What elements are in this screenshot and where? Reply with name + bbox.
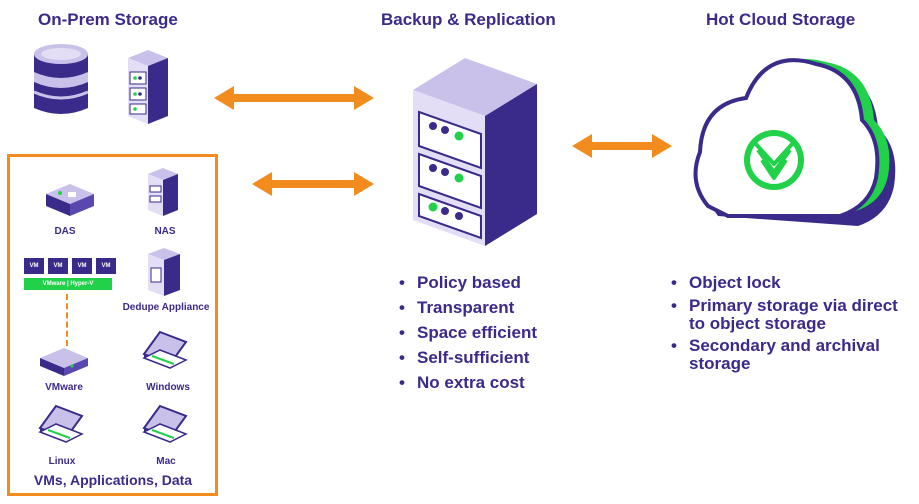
laptop-icon [142,404,188,443]
sources-caption: VMs, Applications, Data [33,472,193,488]
vm-chip: VM [72,258,92,274]
double-arrow-icon [214,86,374,110]
nas-label: NAS [154,226,176,237]
das-icon [46,184,94,216]
heading-backup-replication: Backup & Replication [381,10,556,29]
list-item: Secondary and archival storage [667,337,917,373]
linux-label: Linux [48,456,76,467]
backup-feature-list: Policy based Transparent Space efficient… [395,272,537,397]
list-item: Space efficient [395,322,537,343]
vmware-box-icon [40,348,88,376]
database-icon [33,44,89,114]
vm-chip: VM [24,258,44,274]
vmware-label: VMware [45,382,83,393]
list-item: Policy based [395,272,537,293]
list-item: Primary storage via direct to object sto… [667,297,917,333]
backup-server-icon [413,58,537,246]
laptop-icon [38,404,84,443]
double-arrow-icon [252,172,374,196]
server-rack-icon [128,50,168,124]
nas-icon [148,168,178,216]
dashed-connector [66,294,68,346]
heading-on-prem-storage: On-Prem Storage [38,10,178,29]
list-item: Self-sufficient [395,347,537,368]
list-item: Transparent [395,297,537,318]
vm-chip: VM [96,258,116,274]
dedupe-label: Dedupe Appliance [122,302,210,313]
vm-chip: VM [48,258,68,274]
laptop-icon [142,330,188,369]
cloud-feature-list: Object lock Primary storage via direct t… [667,272,917,377]
windows-label: Windows [146,382,190,393]
list-item: No extra cost [395,372,537,393]
double-arrow-icon [572,134,672,158]
dedupe-appliance-icon [148,248,180,296]
cloud-icon [693,58,896,226]
hypervisor-bar: VMware | Hyper-V [24,278,112,290]
mac-label: Mac [156,456,176,467]
heading-hot-cloud-storage: Hot Cloud Storage [706,10,856,29]
list-item: Object lock [667,272,917,293]
data-sources-box [7,154,218,496]
vm-group: VM VM VM VM [24,258,116,274]
das-label: DAS [54,226,76,237]
